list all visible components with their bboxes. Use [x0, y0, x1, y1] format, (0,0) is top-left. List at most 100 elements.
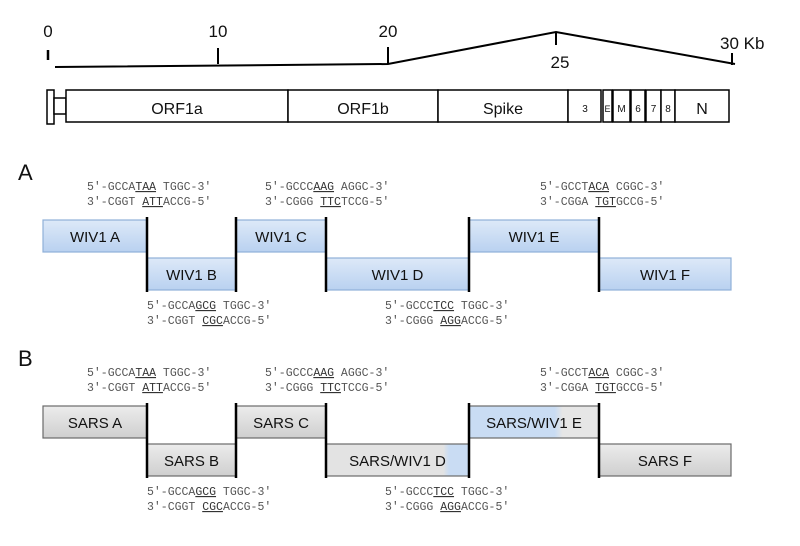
panel-label-b: B [18, 346, 33, 371]
overhang-underlined: TAA [135, 367, 156, 380]
panel-label-a: A [18, 160, 33, 185]
gene-label-n: N [696, 101, 708, 118]
gene-label-8: 8 [665, 104, 671, 115]
sequence-strand-top: 5′-GCCCTCC TGGC-3′ [385, 486, 509, 499]
sequence-strand-top: 5′-GCCTACA CGGC-3′ [540, 367, 664, 380]
sequence-strand-top: 5′-GCCATAA TGGC-3′ [87, 181, 211, 194]
sequence-strand-bottom: 3′-CGGT ATTACCG-5′ [87, 382, 211, 395]
gene-orf1b [287, 89, 439, 123]
overhang-underlined: TCC [433, 300, 454, 313]
gene-label-6: 6 [635, 104, 641, 115]
scale-label-30: 30 Kb [720, 34, 764, 53]
panel-b-fragments: SARS A SARS B SARS C SARS/WIV1 D SARS/WIV1 E… [42, 405, 732, 477]
overhang-underlined: TGT [595, 196, 616, 209]
fragment-label: SARS B [164, 453, 219, 470]
junction-sequence-3: 5′-GCCCAAG AGGC-3′ 3′-CGGG TTCTCCG-5′ [265, 181, 389, 209]
sequence-strand-top: 5′-GCCCAAG AGGC-3′ [265, 367, 389, 380]
scale-label-25: 25 [551, 53, 570, 72]
overhang-underlined: TAA [135, 181, 156, 194]
overhang-underlined: CGC [202, 315, 223, 328]
sequence-strand-bottom: 3′-CGGT CGCACCG-5′ [147, 315, 271, 328]
junction-sequence-5: 5′-GCCTACA CGGC-3′ 3′-CGGA TGTGCCG-5′ [540, 181, 664, 209]
gene-label-orf1a: ORF1a [151, 101, 203, 118]
fragment-a-2: WIV1 B [146, 257, 237, 291]
junction-sequence-5: 5′-GCCTACA CGGC-3′ 3′-CGGA TGTGCCG-5′ [540, 367, 664, 395]
sequence-strand-bottom: 3′-CGGA TGTGCCG-5′ [540, 196, 664, 209]
overhang-underlined: TGT [595, 382, 616, 395]
fragment-label: WIV1 E [509, 229, 560, 246]
fragment-label: SARS A [68, 415, 122, 432]
overhang-underlined: GCG [195, 300, 216, 313]
overhang-underlined: ATT [142, 196, 163, 209]
sequence-strand-top: 5′-GCCCTCC TGGC-3′ [385, 300, 509, 313]
fragment-label: SARS F [638, 453, 692, 470]
sequence-strand-bottom: 3′-CGGG TTCTCCG-5′ [265, 196, 389, 209]
scale-label-0: 0 [43, 22, 52, 41]
overhang-underlined: CGC [202, 501, 223, 514]
fragment-b-3: SARS C [235, 405, 327, 439]
overhang-underlined: GCG [195, 486, 216, 499]
leader-box [46, 89, 55, 125]
sequence-strand-top: 5′-GCCATAA TGGC-3′ [87, 367, 211, 380]
fragment-label: WIV1 A [70, 229, 120, 246]
panel-a: A WIV1 A WIV1 B WIV1 C WIV1 D WIV1 E WIV1 F 5… [18, 160, 732, 328]
fragment-label: WIV1 C [255, 229, 307, 246]
sequence-strand-top: 5′-GCCAGCG TGGC-3′ [147, 486, 271, 499]
junction-sequence-1: 5′-GCCATAA TGGC-3′ 3′-CGGT ATTACCG-5′ [87, 367, 211, 395]
gene-label-7: 7 [651, 104, 657, 115]
junction-sequence-4: 5′-GCCCTCC TGGC-3′3′-CGGG AGGACCG-5′ [385, 486, 509, 514]
sequence-strand-bottom: 3′-CGGA TGTGCCG-5′ [540, 382, 664, 395]
fragment-b-2: SARS B [146, 443, 237, 477]
fragment-label: SARS/WIV1 E [486, 415, 582, 432]
fragment-a-1: WIV1 A [42, 219, 148, 253]
gene-n [674, 89, 730, 123]
gene-orf1a [65, 89, 289, 123]
overhang-underlined: ACA [588, 181, 609, 194]
fragment-box [325, 443, 470, 477]
scale-label-10: 10 [209, 22, 228, 41]
fragment-label: WIV1 F [640, 267, 690, 284]
junction-sequence-2: 5′-GCCAGCG TGGC-3′ 3′-CGGT CGCACCG-5′ [147, 486, 271, 514]
fragment-box [42, 405, 148, 439]
sequence-strand-bottom: 3′-CGGT CGCACCG-5′ [147, 501, 271, 514]
fragment-box [468, 219, 600, 253]
sequence-strand-bottom: 3′-CGGG TTCTCCG-5′ [265, 382, 389, 395]
overhang-underlined: TCC [433, 486, 454, 499]
fragment-label: WIV1 B [166, 267, 217, 284]
gene-6 [630, 89, 646, 123]
sequence-strand-bottom: 3′-CGGT ATTACCG-5′ [87, 196, 211, 209]
fragment-label: SARS C [253, 415, 309, 432]
fragment-label: SARS/WIV1 D [349, 453, 446, 470]
gene-m [612, 89, 631, 123]
panel-b: B SARS A SARS B SARS C SARS/WIV1 D SARS/WIV1… [18, 346, 732, 514]
overhang-underlined: TTC [320, 196, 341, 209]
fragment-a-4: WIV1 D [325, 257, 470, 291]
genome-scale: 0 10 20 25 30 Kb [43, 22, 764, 72]
fragment-box [598, 257, 732, 291]
fragment-b-5: SARS/WIV1 E [468, 405, 600, 439]
overhang-underlined: AAG [313, 181, 334, 194]
panel-b-junctions: 5′-GCCATAA TGGC-3′3′-CGGT ATTACCG-5′5′-G… [87, 367, 664, 514]
scale-label-20: 20 [379, 22, 398, 41]
sequence-strand-bottom: 3′-CGGG AGGACCG-5′ [385, 315, 509, 328]
junction-sequence-3: 5′-GCCCAAG AGGC-3′ 3′-CGGG TTCTCCG-5′ [265, 367, 389, 395]
fragment-a-3: WIV1 C [235, 219, 327, 253]
overhang-underlined: AGG [440, 501, 461, 514]
fragment-box [598, 443, 732, 477]
overhang-underlined: ATT [142, 382, 163, 395]
gene-labels: ORF1a ORF1b Spike 3 E M 6 7 8 N [151, 101, 708, 118]
fragment-label: WIV1 D [372, 267, 424, 284]
utr-box [53, 97, 67, 115]
sequence-strand-top: 5′-GCCAGCG TGGC-3′ [147, 300, 271, 313]
overhang-underlined: ACA [588, 367, 609, 380]
sequence-strand-top: 5′-GCCCAAG AGGC-3′ [265, 181, 389, 194]
sequence-strand-top: 5′-GCCTACA CGGC-3′ [540, 181, 664, 194]
fragment-box [146, 257, 237, 291]
junction-sequence-4: 5′-GCCCTCC TGGC-3′ 3′-CGGG AGGACCG-5′ [385, 300, 509, 328]
overhang-underlined: AGG [440, 315, 461, 328]
fragment-box [42, 219, 148, 253]
gene-label-m: M [617, 104, 625, 115]
gene-3 [567, 89, 602, 123]
fragment-b-6: SARS F [598, 443, 732, 477]
